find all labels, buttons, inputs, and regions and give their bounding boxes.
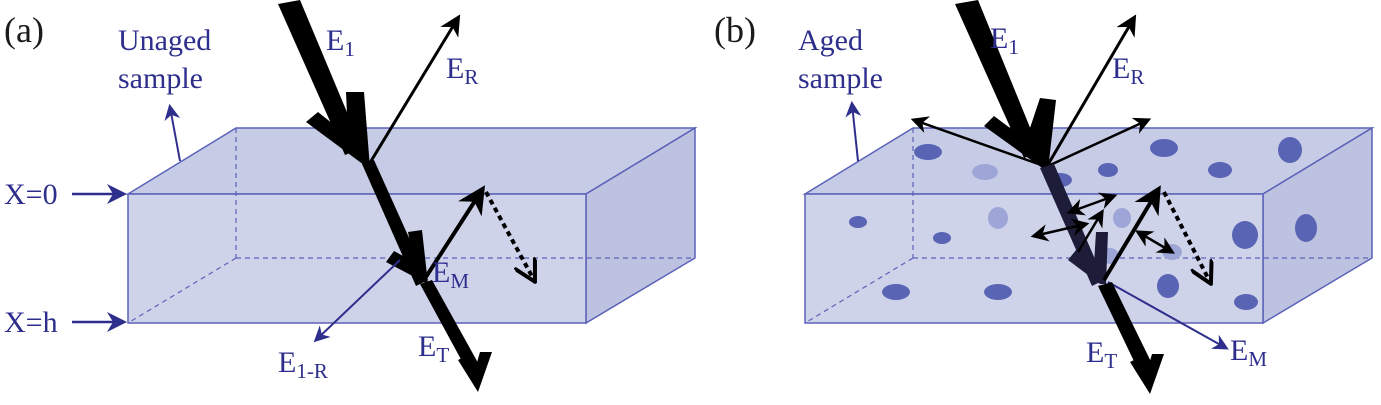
dotted-arrow-a xyxy=(484,191,534,280)
e1r-label: E1-R xyxy=(278,346,328,383)
panel-b xyxy=(802,0,1375,394)
scatter-arrow-right xyxy=(1047,117,1152,168)
em-up-arrow-b xyxy=(1102,185,1161,282)
refracted-beam-a xyxy=(362,160,428,286)
em-label-a: EM xyxy=(432,256,469,293)
x0-label: X=0 xyxy=(4,178,58,211)
transmitted-beam-b xyxy=(1098,282,1164,394)
dotted-arrow-b xyxy=(1162,191,1210,282)
panel-a-tag: (a) xyxy=(4,10,44,50)
em-arrow-b xyxy=(1107,281,1229,350)
e1-label-b: E1 xyxy=(990,22,1019,59)
sample-box-a xyxy=(125,126,698,325)
sample-box-b xyxy=(802,126,1375,325)
et-label-b: ET xyxy=(1086,336,1117,373)
panel-a xyxy=(72,0,698,392)
et-label-a: ET xyxy=(418,330,449,367)
xh-label: X=h xyxy=(4,306,58,339)
scatter-arrow-left xyxy=(910,116,1045,168)
incident-beam-b xyxy=(955,0,1056,170)
reflected-arrow-a xyxy=(366,14,461,167)
em-arrow-a xyxy=(422,185,486,282)
panel-b-tag: (b) xyxy=(714,10,756,50)
em-label-b: EM xyxy=(1230,334,1267,371)
e1r-arrow xyxy=(313,259,401,343)
er-label-b: ER xyxy=(1112,52,1144,89)
sample-label-b-line2: sample xyxy=(798,62,883,95)
reflected-arrow-b xyxy=(1044,14,1137,169)
sample-label-a-line1: Unaged xyxy=(118,24,211,57)
transmitted-beam-a xyxy=(420,280,492,392)
sample-pointer-b xyxy=(845,100,862,162)
sample-pointer-a xyxy=(164,103,181,162)
internal-scatter-1 xyxy=(1066,192,1118,216)
incident-beam-a xyxy=(278,0,370,168)
e1-label-a: E1 xyxy=(326,24,355,61)
sample-label-b-line1: Aged xyxy=(798,24,863,57)
er-label-a: ER xyxy=(446,52,478,89)
internal-scatter-4 xyxy=(1134,230,1176,254)
internal-scatter-3 xyxy=(1076,208,1104,253)
internal-scatter-2 xyxy=(1030,218,1090,242)
sample-label-a-line2: sample xyxy=(118,62,203,95)
